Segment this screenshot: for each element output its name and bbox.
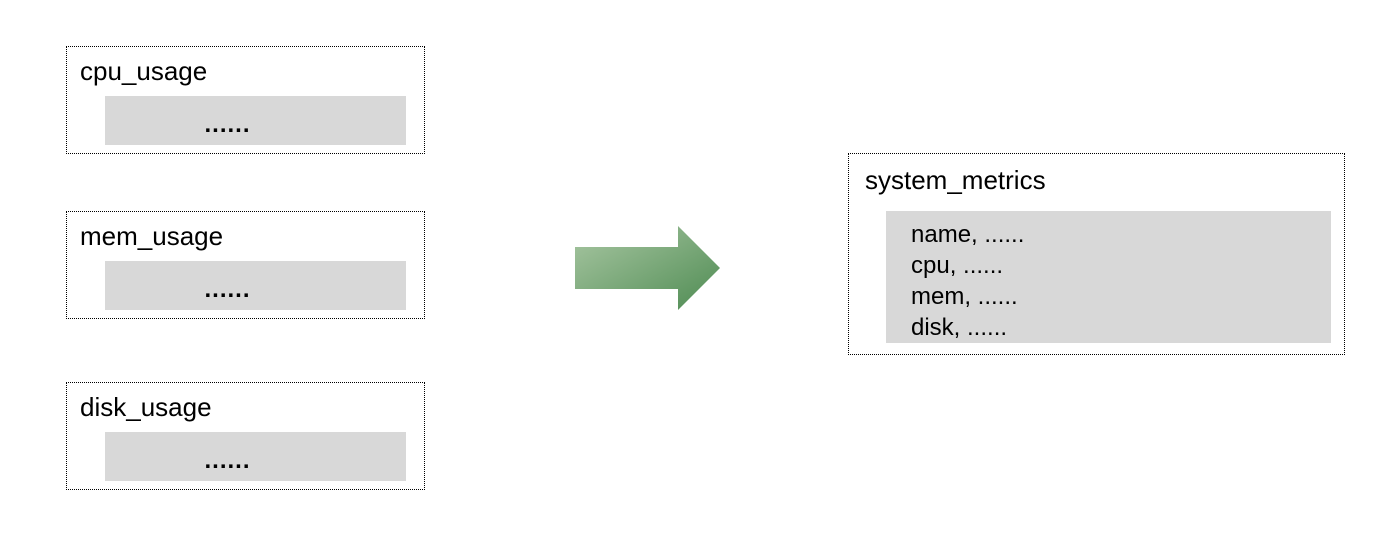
merge-arrow-icon: [575, 226, 720, 310]
result-table-row: mem, ......: [911, 283, 1018, 310]
ellipsis-placeholder: ......: [204, 110, 251, 138]
source-table-data-bar: ......: [105, 432, 406, 481]
source-table-mem-usage: mem_usage ......: [66, 211, 425, 319]
result-table-row: name, ......: [911, 221, 1025, 248]
result-table-row: cpu, ......: [911, 252, 1004, 279]
source-table-cpu-usage: cpu_usage ......: [66, 46, 425, 154]
result-table-row: disk, ......: [911, 314, 1008, 341]
ellipsis-placeholder: ......: [204, 446, 251, 474]
source-table-data-bar: ......: [105, 96, 406, 145]
source-table-disk-usage: disk_usage ......: [66, 382, 425, 490]
result-table-body: name, ...... cpu, ...... mem, ...... dis…: [886, 211, 1331, 343]
source-table-title: mem_usage: [80, 221, 224, 251]
source-table-title: cpu_usage: [80, 56, 208, 86]
result-table-title: system_metrics: [865, 165, 1046, 195]
ellipsis-placeholder: ......: [204, 275, 251, 303]
result-table-system-metrics: system_metrics name, ...... cpu, ...... …: [848, 153, 1345, 355]
source-table-title: disk_usage: [80, 392, 212, 422]
source-table-data-bar: ......: [105, 261, 406, 310]
